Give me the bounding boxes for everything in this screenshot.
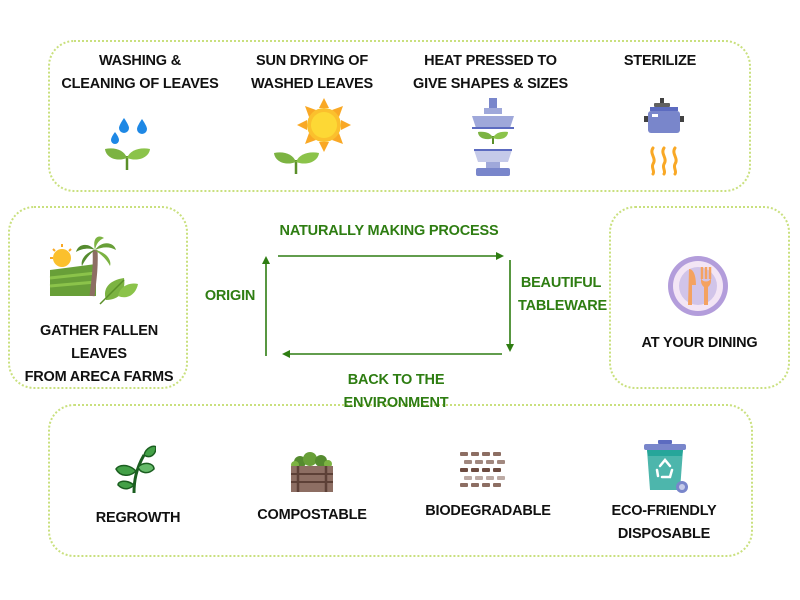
sun-leaves-icon <box>274 98 351 174</box>
soil-layers-icon <box>460 452 505 487</box>
dining-panel <box>609 206 790 389</box>
plate-cutlery-icon <box>668 256 728 316</box>
step-sterilize-label: STERILIZE <box>623 53 697 69</box>
step-washing-label: WASHING &CLEANING OF LEAVES <box>61 53 219 92</box>
recycle-bin-icon <box>644 440 688 493</box>
compost-bin-icon <box>291 452 333 492</box>
dining-box-label: AT YOUR DINING <box>641 335 758 351</box>
benefit-regrowth-label: REGROWTH <box>95 510 181 526</box>
benefit-biodegradable-label: BIODEGRADABLE <box>425 503 551 519</box>
sprout-icon <box>115 445 156 493</box>
areca-farm-icon <box>49 236 138 305</box>
heat-press-icon <box>472 98 514 176</box>
cycle-arrows <box>262 252 514 358</box>
benefit-compostable-label: COMPOSTABLE <box>257 507 367 523</box>
cycle-top-label: NATURALLY MAKING PROCESS <box>279 223 499 239</box>
origin-panel <box>8 206 188 389</box>
cycle-bottom-label: BACK TO THE ENVIRONMENT <box>343 372 449 411</box>
water-drops-leaves-icon <box>105 118 150 170</box>
steam-sterilizer-icon <box>644 98 684 176</box>
benefits-panel <box>48 404 753 557</box>
process-panel <box>48 40 751 192</box>
cycle-left-label: ORIGIN <box>204 288 256 304</box>
